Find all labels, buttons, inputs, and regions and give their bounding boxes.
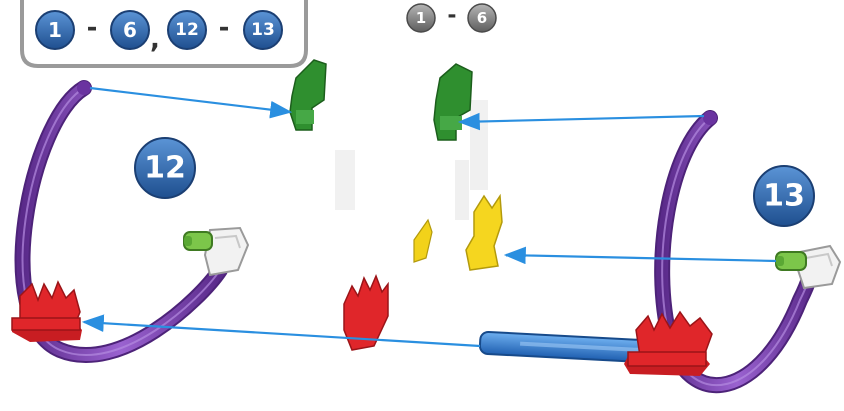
legend-separator: - bbox=[87, 13, 98, 43]
step-legend-box: 1 - 6 , 12 - 13 bbox=[22, 0, 306, 66]
arrow-left-rod-to-green bbox=[90, 88, 290, 112]
legend-badge-12: 12 bbox=[168, 11, 206, 49]
ghost-parts bbox=[335, 100, 488, 220]
legend-separator: - bbox=[219, 13, 230, 43]
grey-range-start: 1 bbox=[416, 9, 426, 27]
grey-range-indicator: 1 - 6 bbox=[407, 4, 496, 33]
right-green-connector bbox=[434, 64, 472, 140]
ghost-part bbox=[470, 100, 488, 190]
legend-separator: , bbox=[150, 25, 160, 55]
blue-rod bbox=[480, 332, 651, 363]
grey-range-separator: - bbox=[447, 4, 456, 29]
legend-badge-1: 1 bbox=[36, 11, 74, 49]
left-green-connector bbox=[290, 60, 326, 130]
legend-badge-6: 6 bbox=[111, 11, 149, 49]
rod-end-cap bbox=[703, 111, 717, 125]
legend-badge-label: 13 bbox=[251, 20, 275, 40]
arrow-right-rod-to-green bbox=[460, 116, 704, 122]
step-12-badge: 12 bbox=[135, 138, 195, 198]
legend-badge-13: 13 bbox=[244, 11, 282, 49]
step-13-label: 13 bbox=[763, 179, 805, 214]
yellow-connector-large bbox=[466, 196, 502, 270]
step-13-badge: 13 bbox=[754, 166, 814, 226]
grey-range-end: 6 bbox=[477, 9, 487, 27]
legend-badge-label: 6 bbox=[123, 18, 137, 42]
step-12-label: 12 bbox=[144, 151, 186, 186]
rod-end-cap bbox=[77, 81, 91, 95]
arrow-green-to-yellow bbox=[506, 255, 776, 261]
ghost-part bbox=[455, 160, 469, 220]
yellow-connector-small bbox=[414, 220, 432, 262]
left-light-green-connector bbox=[184, 232, 212, 250]
right-light-green-connector bbox=[776, 252, 806, 270]
legend-badge-label: 1 bbox=[48, 18, 62, 42]
ghost-part bbox=[335, 150, 355, 210]
legend-badge-label: 12 bbox=[175, 20, 199, 40]
